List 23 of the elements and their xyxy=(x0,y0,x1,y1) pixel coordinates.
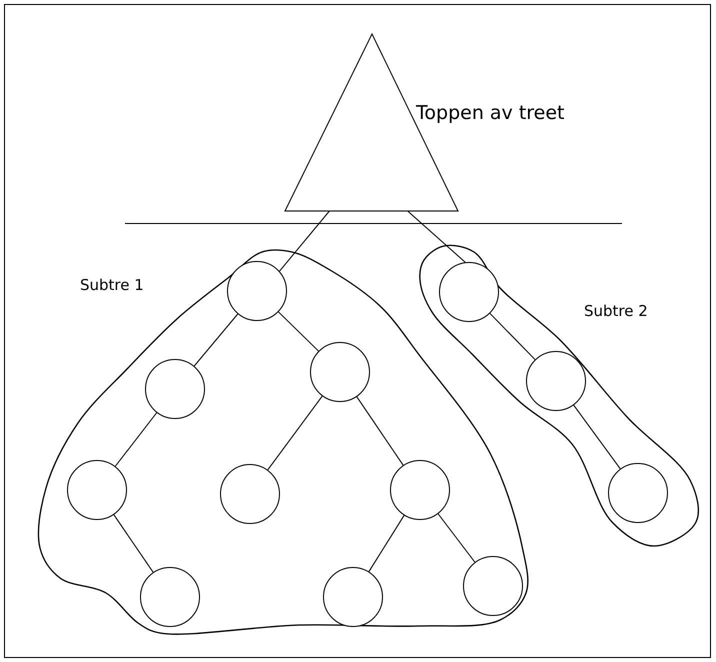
subtree-outline xyxy=(38,248,530,638)
tree-node-circle xyxy=(608,463,668,523)
subtree-label: Subtre 2 xyxy=(584,302,648,320)
tree-edge xyxy=(114,412,158,467)
tree-edge xyxy=(573,404,621,470)
tree-edge xyxy=(267,396,323,470)
tree-edge xyxy=(113,514,154,573)
tree-edge xyxy=(356,396,404,466)
tree-node-circle xyxy=(439,262,499,322)
tree-edge xyxy=(194,314,238,366)
tree-edge xyxy=(279,210,330,272)
tree-edge xyxy=(278,311,320,352)
tree-node-circle xyxy=(310,342,370,402)
tree-node-circle xyxy=(140,567,200,627)
tree-node-circle xyxy=(526,351,586,411)
tree-edge xyxy=(368,514,405,572)
tree-edge xyxy=(489,312,536,360)
tree-edge xyxy=(438,513,476,563)
tree-node-circle xyxy=(323,567,383,627)
tree-node-circle xyxy=(463,556,523,616)
subtree-label: Subtre 1 xyxy=(80,276,144,294)
tree-top-label: Toppen av treet xyxy=(416,102,564,124)
tree-node-circle xyxy=(227,261,287,321)
